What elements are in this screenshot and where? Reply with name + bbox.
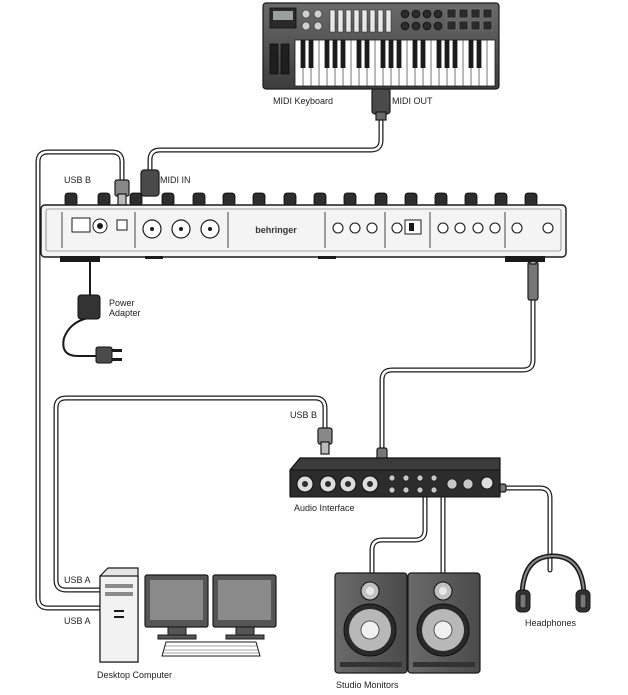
black-key <box>308 40 314 68</box>
midi-in-label: MIDI IN <box>160 175 191 185</box>
synth-knob <box>64 192 78 207</box>
usb-b-interface-label: USB B <box>290 410 318 420</box>
synth-knob <box>464 192 478 207</box>
monitor-cable-left <box>369 495 428 579</box>
black-key <box>380 40 386 68</box>
synth-knob <box>192 192 206 207</box>
jack-socket <box>332 222 344 234</box>
midi-keyboard-label: MIDI Keyboard <box>273 96 334 106</box>
jack-socket <box>489 222 501 234</box>
jack-socket <box>511 222 523 234</box>
synth-knob <box>434 192 448 207</box>
black-key <box>332 40 338 68</box>
black-key <box>452 40 458 68</box>
studio-monitor-right <box>407 572 481 674</box>
black-key <box>364 40 370 68</box>
black-key <box>436 40 442 68</box>
desktop-computer <box>99 567 277 663</box>
synth-knob <box>129 192 143 207</box>
synth-knob <box>283 192 297 207</box>
synth-module: behringer <box>40 192 567 262</box>
jack-socket <box>454 222 466 234</box>
cable-plugs <box>84 87 539 614</box>
synth-knob <box>252 192 266 207</box>
usb-a-label-1: USB A <box>64 575 91 585</box>
black-key <box>388 40 394 68</box>
synth-knob <box>313 192 327 207</box>
black-key <box>356 40 362 68</box>
studio-monitors <box>334 572 481 674</box>
usb-b-top-label: USB B <box>64 175 92 185</box>
cables <box>35 115 553 611</box>
studio-monitors-label: Studio Monitors <box>336 680 399 690</box>
headphones <box>515 553 591 613</box>
black-key <box>444 40 450 68</box>
black-key <box>412 40 418 68</box>
synth-brand-text: behringer <box>255 225 297 235</box>
headphones-label: Headphones <box>525 618 577 628</box>
desktop-computer-label: Desktop Computer <box>97 670 173 680</box>
midi-out-label: MIDI OUT <box>392 96 433 106</box>
synth-knob <box>343 192 357 207</box>
jack-socket <box>391 222 403 234</box>
audio-interface-label: Audio Interface <box>294 503 355 513</box>
jack-socket <box>349 222 361 234</box>
jack-socket <box>437 222 449 234</box>
black-key <box>396 40 402 68</box>
usb-a-label-2: USB A <box>64 616 91 626</box>
synth-knob <box>404 192 418 207</box>
synth-knob <box>222 192 236 207</box>
synth-knob <box>97 192 111 207</box>
power-adapter <box>77 294 122 364</box>
synth-knob <box>524 192 538 207</box>
audio-interface <box>289 457 501 498</box>
synth-knob <box>374 192 388 207</box>
usb-cable-interface <box>53 395 328 593</box>
black-key <box>324 40 330 68</box>
black-key <box>476 40 482 68</box>
synth-knob <box>161 192 175 207</box>
jack-socket <box>542 222 554 234</box>
black-key <box>420 40 426 68</box>
black-key <box>340 40 346 68</box>
jack-socket <box>366 222 378 234</box>
synth-knob <box>494 192 508 207</box>
black-key <box>468 40 474 68</box>
midi-keyboard <box>262 2 500 90</box>
audio-cable-synth-to-interface <box>379 297 536 461</box>
black-key <box>300 40 306 68</box>
power-adapter-label: Power Adapter <box>109 298 141 318</box>
jack-socket <box>472 222 484 234</box>
studio-monitor-left <box>334 572 408 674</box>
